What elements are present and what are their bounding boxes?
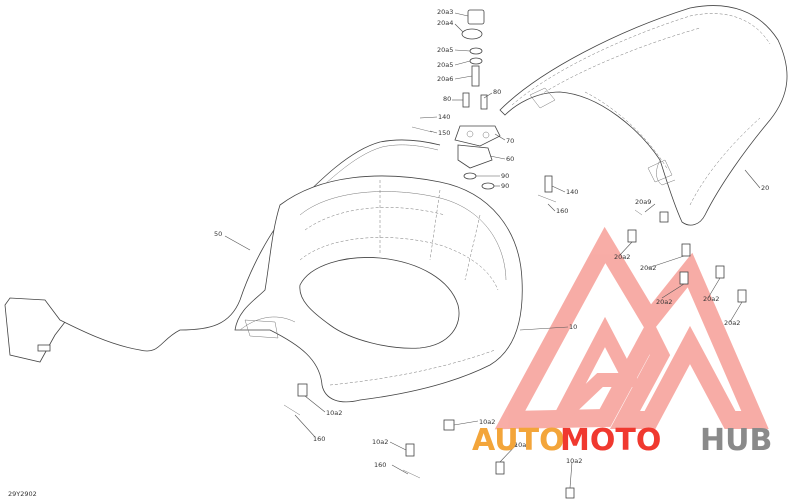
label-20a2: 20a2 — [724, 319, 740, 327]
label-10a2: 10a2 — [326, 409, 342, 417]
label-20a4: 20a4 — [437, 19, 453, 27]
label-20a2: 20a2 — [614, 253, 630, 261]
label-160: 160 — [313, 435, 325, 443]
label-80: 80 — [493, 88, 501, 96]
hardware-stack — [411, 9, 643, 216]
label-20a3: 20a3 — [437, 8, 453, 16]
label-20a5: 20a5 — [437, 46, 453, 54]
label-140: 140 — [438, 113, 450, 121]
label-20a6: 20a6 — [437, 75, 453, 83]
label-160: 160 — [556, 207, 568, 215]
diagram-code: 29Y2902 — [8, 490, 37, 498]
label-70: 70 — [506, 137, 514, 145]
watermark-moto: MOTO — [560, 423, 661, 458]
label-20a9: 20a9 — [635, 198, 651, 206]
label-90: 90 — [501, 182, 509, 190]
part-labels: 20a3 20a4 20a5 20a5 20a6 80 80 140 150 7… — [8, 8, 769, 498]
label-140: 140 — [566, 188, 578, 196]
leader-lines — [419, 12, 761, 213]
label-160: 160 — [374, 461, 386, 469]
label-90: 90 — [501, 172, 509, 180]
label-20a2: 20a2 — [640, 264, 656, 272]
label-10a2: 10a2 — [514, 441, 530, 449]
label-20a2: 20a2 — [703, 295, 719, 303]
label-20: 20 — [761, 184, 769, 192]
label-80: 80 — [443, 95, 451, 103]
main-seat-part-10 — [234, 175, 523, 403]
label-150: 150 — [438, 129, 450, 137]
label-10: 10 — [569, 323, 577, 331]
label-20a2: 20a2 — [656, 298, 672, 306]
watermark-auto: AUTO — [472, 423, 565, 458]
leader-lines-lower — [224, 235, 743, 489]
watermark-logo — [494, 226, 769, 430]
watermark-wordmark: AUTO MOTO HUB — [472, 423, 772, 458]
label-10a2: 10a2 — [372, 438, 388, 446]
label-20a5: 20a5 — [437, 61, 453, 69]
backrest-part-20 — [499, 5, 788, 226]
watermark-hub: HUB — [700, 423, 772, 458]
label-50: 50 — [214, 230, 222, 238]
label-10a2: 10a2 — [566, 457, 582, 465]
label-60: 60 — [506, 155, 514, 163]
label-10a2: 10a2 — [479, 418, 495, 426]
